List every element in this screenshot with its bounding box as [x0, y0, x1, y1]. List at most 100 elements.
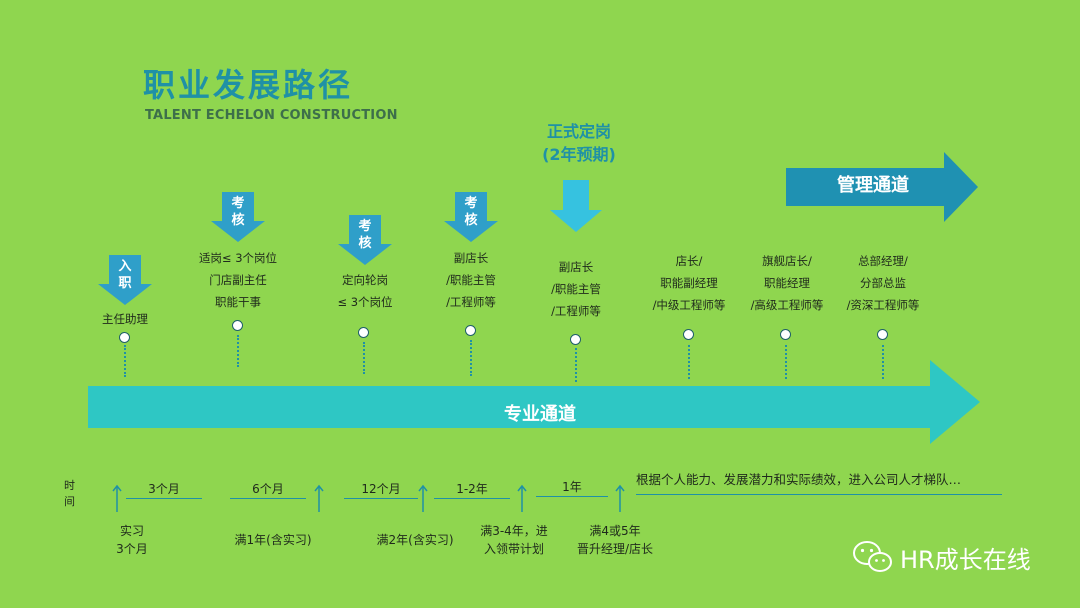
- assessment-arrow-2: 考 核: [334, 215, 396, 265]
- stage-line: 店长/: [675, 254, 703, 268]
- stage-node: [780, 329, 791, 340]
- entry-arrow-text-bottom: 职: [118, 276, 132, 291]
- stage-line: 职能副经理: [660, 276, 718, 290]
- milestone-text: 满1年(含实习): [218, 531, 328, 549]
- fixed-post-line1: 正式定岗: [546, 122, 611, 141]
- milestone-line: 3个月: [116, 542, 148, 556]
- stage-node: [232, 320, 243, 331]
- stage-line: 副店长: [453, 251, 489, 265]
- milestone-line: 满2年(含实习): [376, 533, 454, 547]
- wechat-icon: [852, 540, 894, 574]
- assessment-arrow-text-bottom: 核: [231, 213, 245, 228]
- up-arrow-icon: [112, 484, 122, 512]
- stage-6-text: 店长/ 职能副经理 /中级工程师等: [624, 250, 754, 316]
- period-line: [230, 498, 306, 499]
- milestone-line: 满4或5年: [589, 524, 641, 538]
- milestone-text: 满4或5年 晋升经理/店长: [562, 522, 668, 558]
- page-title: 职业发展路径: [143, 66, 354, 104]
- milestone-line: 实习: [119, 524, 144, 538]
- stage-connector: [124, 345, 126, 377]
- stage-connector: [688, 345, 690, 379]
- stage-line: 副店长: [558, 260, 594, 274]
- stage-node: [358, 327, 369, 338]
- fixed-post-arrow: [548, 180, 604, 236]
- period-line: [126, 498, 202, 499]
- stage-node: [877, 329, 888, 340]
- stage-connector: [470, 340, 472, 376]
- stage-line: 定向轮岗: [342, 273, 388, 287]
- milestone-line: 晋升经理/店长: [576, 542, 654, 556]
- fixed-post-line2: (2年预期): [542, 145, 616, 164]
- entry-arrow: 入 职: [94, 255, 156, 305]
- period-label: 1年: [562, 480, 582, 494]
- stage-line: /职能主管: [551, 282, 601, 296]
- stage-line: 总部经理/: [858, 254, 908, 268]
- timeline-note-line: [636, 494, 1002, 495]
- stage-line: /工程师等: [551, 304, 601, 318]
- timeline-note: 根据个人能力、发展潜力和实际绩效，进入公司人才梯队…: [636, 472, 962, 487]
- assessment-arrow-1: 考 核: [207, 192, 269, 242]
- brand-name: HR成长在线: [900, 546, 1031, 574]
- fixed-post-label: 正式定岗 (2年预期): [520, 120, 638, 166]
- milestone-text: 满3-4年，进 入领带计划: [464, 522, 564, 558]
- up-arrow-icon: [314, 484, 324, 512]
- stage-8-text: 总部经理/ 分部总监 /资深工程师等: [818, 250, 948, 316]
- stage-line: 职能干事: [215, 295, 261, 309]
- stage-7-text: 旗舰店长/ 职能经理 /高级工程师等: [722, 250, 852, 316]
- period-line: [536, 496, 608, 497]
- milestone-line: 满1年(含实习): [234, 533, 312, 547]
- milestone-line: 满3-4年，进: [480, 524, 548, 538]
- period-line: [434, 498, 510, 499]
- management-channel-label: 管理通道: [837, 175, 909, 196]
- stage-node: [570, 334, 581, 345]
- up-arrow-icon: [517, 484, 527, 512]
- up-arrow-icon: [615, 484, 625, 512]
- stage-node: [119, 332, 130, 343]
- milestone-text: 实习 3个月: [92, 522, 172, 558]
- assessment-arrow-text-top: 考: [464, 196, 478, 211]
- stage-line: 主任助理: [102, 312, 148, 326]
- professional-channel-label: 专业通道: [504, 404, 576, 425]
- milestone-text: 满2年(含实习): [360, 531, 470, 549]
- stage-node: [465, 325, 476, 336]
- stage-line: /中级工程师等: [652, 298, 726, 312]
- stage-line: 分部总监: [860, 276, 906, 290]
- stage-line: 职能经理: [764, 276, 810, 290]
- stage-4-text: 副店长 /职能主管 /工程师等: [406, 247, 536, 313]
- period-label: 1-2年: [456, 482, 488, 496]
- milestone-line: 入领带计划: [483, 542, 544, 556]
- stage-connector: [785, 345, 787, 379]
- assessment-arrow-text-bottom: 核: [358, 236, 372, 251]
- entry-arrow-text-top: 入: [118, 259, 132, 274]
- stage-line: /资深工程师等: [846, 298, 920, 312]
- period-line: [344, 498, 418, 499]
- stage-connector: [237, 335, 239, 367]
- stage-connector: [575, 348, 577, 382]
- stage-line: 门店副主任: [209, 273, 267, 287]
- period-label: 12个月: [361, 482, 401, 496]
- stage-line: 适岗≤ 3个岗位: [198, 251, 278, 265]
- assessment-arrow-3: 考 核: [440, 192, 502, 242]
- period-label: 3个月: [148, 482, 180, 496]
- stage-line: 旗舰店长/: [762, 254, 812, 268]
- assessment-arrow-text-top: 考: [358, 219, 372, 234]
- stage-2-text: 适岗≤ 3个岗位 门店副主任 职能干事: [173, 247, 303, 313]
- period-label: 6个月: [252, 482, 284, 496]
- stage-connector: [363, 342, 365, 374]
- stage-line: /高级工程师等: [750, 298, 824, 312]
- page-subtitle: TALENT ECHELON CONSTRUCTION: [145, 108, 398, 123]
- management-channel-arrow: [786, 152, 978, 226]
- stage-5-text: 副店长 /职能主管 /工程师等: [511, 256, 641, 322]
- stage-1-text: 主任助理: [60, 308, 190, 330]
- assessment-arrow-text-bottom: 核: [464, 213, 478, 228]
- up-arrow-icon: [418, 484, 428, 512]
- stage-line: /工程师等: [446, 295, 496, 309]
- stage-line: /职能主管: [446, 273, 496, 287]
- stage-node: [683, 329, 694, 340]
- stage-line: ≤ 3个岗位: [337, 295, 393, 309]
- professional-channel-arrow: [88, 360, 980, 448]
- assessment-arrow-text-top: 考: [231, 196, 245, 211]
- timeline-label: 时间: [64, 479, 75, 508]
- stage-3-text: 定向轮岗 ≤ 3个岗位: [300, 269, 430, 313]
- stage-connector: [882, 345, 884, 379]
